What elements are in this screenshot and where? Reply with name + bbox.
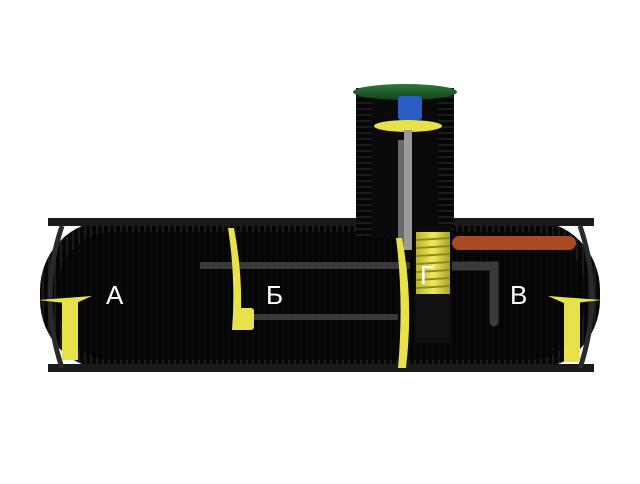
zone-label-b: Б: [266, 280, 283, 310]
coil-filter-g: [414, 226, 452, 344]
pump-rod: [398, 140, 404, 250]
partition-b-g: [396, 238, 410, 368]
zone-label-v: В: [510, 280, 527, 310]
zone-label-g: Г: [420, 260, 434, 290]
zone-label-a: А: [106, 280, 124, 310]
upper-transfer-pipe: [200, 262, 410, 269]
outlet-baffle-v: [548, 296, 602, 362]
lower-transfer-pipe: [248, 314, 398, 320]
left-end-cap: [47, 225, 65, 369]
outlet-bent-pipe: [445, 261, 499, 327]
shaft-lid: [353, 84, 457, 100]
partition-a-b: [228, 228, 254, 330]
pump-motor: [398, 96, 422, 120]
discharge-pipe: [452, 236, 576, 250]
pump-shaft-pipe: [404, 130, 412, 250]
shaft-platform: [374, 120, 442, 132]
right-end-cap: [577, 225, 595, 369]
inlet-baffle-a: [38, 296, 92, 360]
